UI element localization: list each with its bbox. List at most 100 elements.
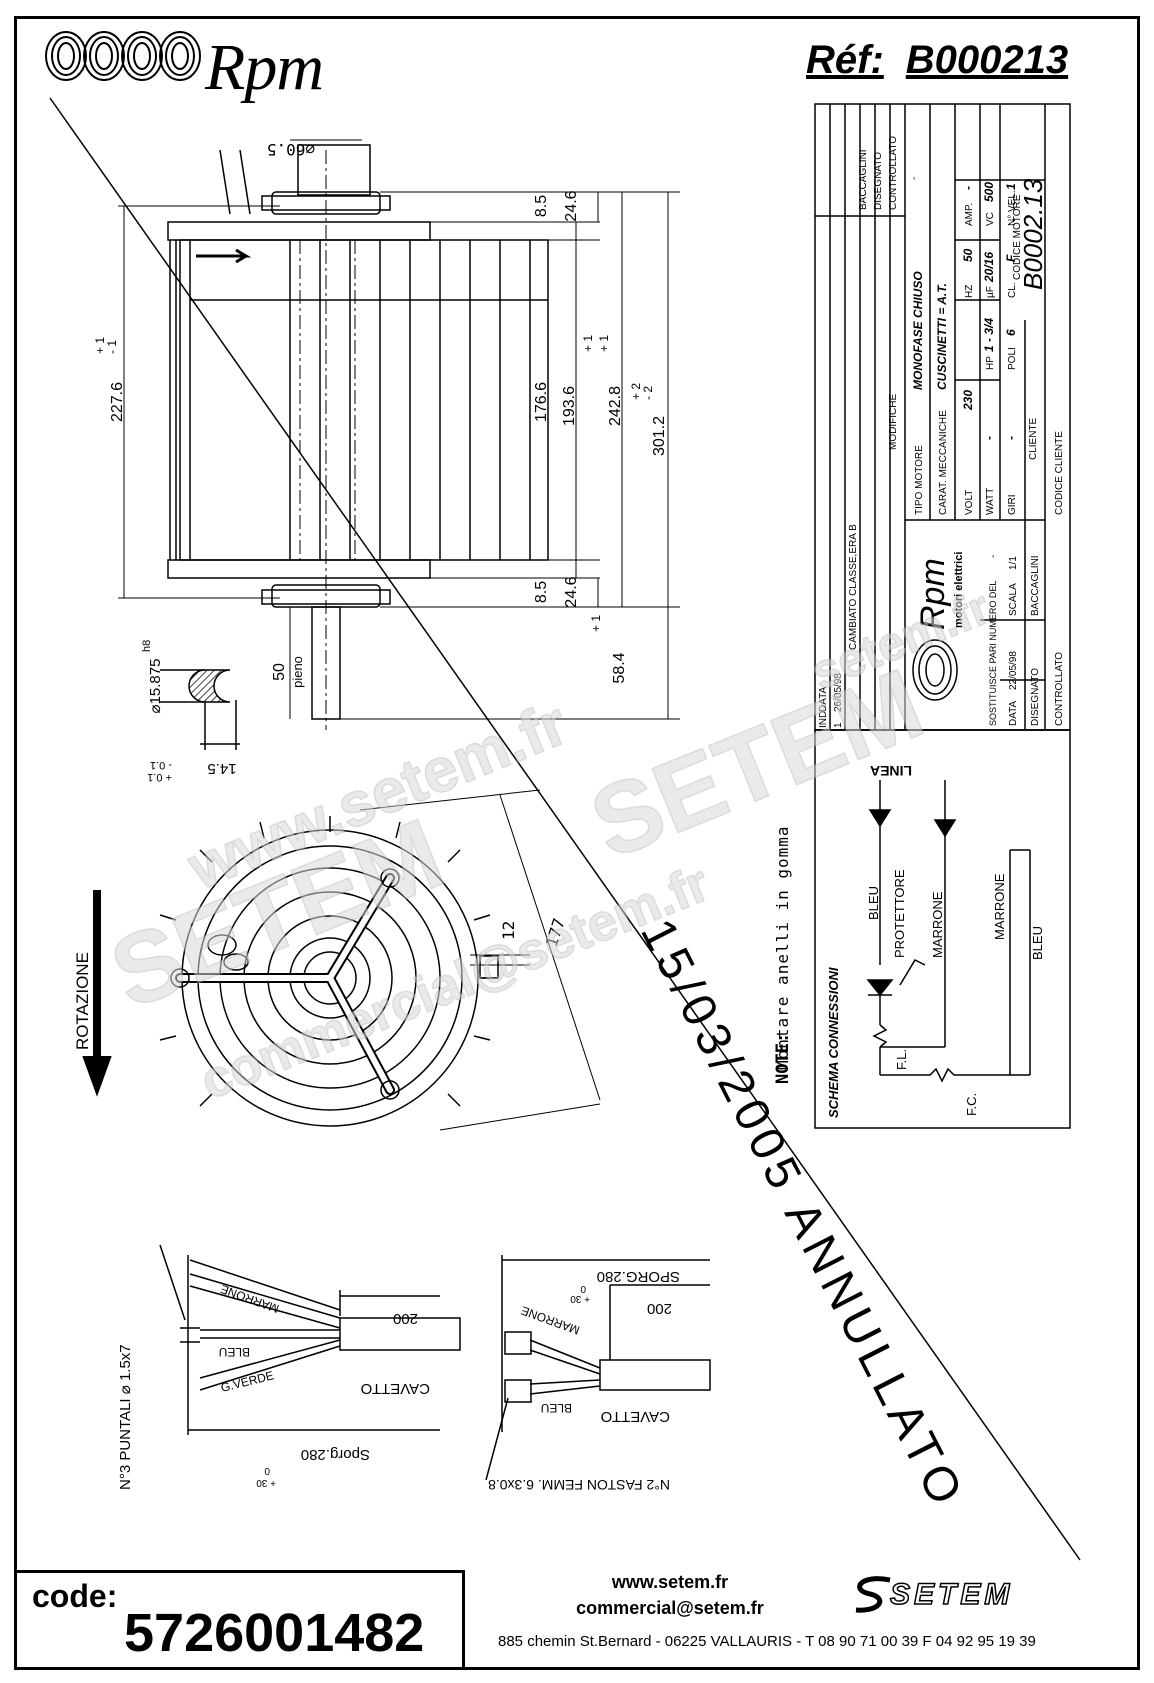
dim-176: 176.6 (533, 382, 550, 422)
dim-shaft-pieno: pieno (290, 656, 305, 688)
reference-value: B000213 (905, 38, 1069, 82)
rotation-arrow-icon (82, 890, 112, 1097)
cl-label: CL. (1007, 282, 1018, 298)
dim-24-6-top: 24.6 (563, 190, 580, 221)
dim-8-5-top: 8.5 (533, 195, 550, 217)
poli-label: POLI (1007, 347, 1018, 370)
cable-left (159, 1244, 461, 1435)
poli: 6 (1004, 329, 1018, 336)
cable-right-bleu: BLEU (541, 1401, 572, 1415)
watermark-brand-2: SETEM (576, 648, 937, 881)
vc-label: VC (985, 212, 996, 226)
drawing-frame (14, 16, 1140, 1670)
footer-address: 885 chemin St.Bernard - 06225 VALLAURIS … (498, 1633, 1036, 1650)
uf: 20/16 (982, 252, 996, 283)
cable-left-verde: G.VERDE (219, 1368, 275, 1395)
dim-193-tol-plus: + 1 (581, 335, 595, 352)
cable-left-bleu: BLEU (219, 1345, 250, 1359)
title-block-subtitle: motori elettrici (953, 552, 965, 628)
annullato-stamp: 15/03/2005 ANNULLATO (630, 911, 974, 1518)
vel: 1 (1004, 183, 1018, 190)
amp: - (961, 186, 975, 190)
watt: - (982, 436, 996, 440)
dim-301-tol-minus: - 2 (641, 386, 655, 400)
rev-controllato-label: CONTROLLATO (888, 136, 899, 210)
codice-motore-label: CODICE MOTORE (1012, 194, 1023, 280)
cable-right-sporg-tol-30: + 30 (570, 1293, 590, 1304)
amp-label: AMP. (964, 203, 975, 226)
rev-modifiche-label: MODIFICHE (888, 394, 899, 450)
dim-227-tol-plus: + 1 (93, 337, 107, 354)
dim-227-tol-minus: - 1 (105, 340, 119, 354)
carat-label: CARAT. MECCANICHE (938, 410, 949, 515)
dim-pulley-diameter: ⌀60.5 (267, 140, 315, 159)
watermark: www.setem.fr SETEM SETEM commercial@sete… (96, 580, 998, 1112)
dim-301-tol-plus: + 2 (629, 383, 643, 400)
rotation-label: ROTAZIONE (73, 952, 92, 1050)
cl: F (1004, 254, 1018, 262)
footer-website-link[interactable]: www.setem.fr (611, 1572, 729, 1592)
setem-logo: SETEM (889, 1577, 1014, 1612)
data-label: DATA (1008, 700, 1019, 726)
data-value: 22/05/98 (1008, 651, 1019, 690)
cable-left-sporg: Sporg.280 (301, 1446, 370, 1463)
carat: CUSCINETTI = A.T. (935, 283, 949, 390)
sostituisce: - (988, 555, 999, 558)
rev-controllato: - (909, 177, 920, 180)
dim-24-6-bot: 24.6 (563, 576, 580, 607)
cable-right (485, 1255, 711, 1481)
dim-rib-12: 12 (499, 921, 518, 940)
setem-swirl-icon (855, 1576, 891, 1613)
cable-right-length: 200 (647, 1300, 672, 1317)
dim-193: 193.6 (561, 386, 578, 426)
rev-data-label: DATA (818, 686, 829, 712)
motor-front-view (159, 816, 499, 1127)
reference: Réf:B000213 (806, 38, 1068, 83)
vc: 500 (982, 182, 996, 202)
hz-label: HZ (964, 285, 975, 298)
rev-data: 26/05/98 (833, 673, 844, 712)
center-lines (299, 150, 356, 730)
hp-label: HP (985, 356, 996, 370)
cable-right-sporg-tol-0: 0 (580, 1283, 586, 1294)
cancel-diagonal (49, 97, 1081, 1561)
code-label: code: (32, 1578, 118, 1614)
flow-arrow-icon (196, 248, 252, 264)
schema-fl: F.L. (894, 1049, 909, 1070)
hz: 50 (961, 248, 975, 262)
shaft-section (160, 669, 240, 750)
code-box (14, 1570, 465, 1670)
schema-title: SCHEMA CONNESSIONI (826, 967, 841, 1118)
schema-linea: LINEA (870, 763, 912, 779)
watt-label: WATT (985, 488, 996, 515)
volt: 230 (961, 390, 975, 411)
rpm-coil-logo-icon (45, 31, 201, 81)
dimension-lines (118, 139, 680, 720)
dim-8-5-bot: 8.5 (533, 581, 550, 603)
disegnato-value: BACCAGLINI (1030, 555, 1041, 616)
tipo-motore-label: TIPO MOTORE (914, 445, 925, 515)
cable-left-sporg-tol-0: 0 (264, 1465, 270, 1476)
cable-left-length: 200 (393, 1310, 418, 1327)
disegnato-label: DISEGNATO (1030, 668, 1041, 726)
giri: - (1004, 436, 1018, 440)
cable-left-sporg-tol-30: + 30 (256, 1477, 276, 1488)
cable-right-title: N°2 FASTON FEMM. 6.3x0.8 (488, 1477, 670, 1493)
brand-name: Rpm (205, 31, 324, 104)
dim-301: 301.2 (651, 416, 668, 456)
rev-ind-label: IND (818, 711, 829, 728)
title-block-brand: Rpm (914, 558, 952, 630)
dim-shaft-tol-plus: + 0.1 (147, 771, 172, 783)
schema-connessioni (814, 729, 1071, 1129)
controllato-label: CONTROLLATO (1054, 652, 1065, 726)
dim-shaft-diameter: ⌀15.875 (147, 659, 164, 714)
dim-shaft-tol-minus: - 0.1 (150, 759, 172, 771)
footer-email-link[interactable]: commercial@setem.fr (576, 1598, 764, 1618)
schema-fc: F.C. (964, 1093, 979, 1116)
cliente-label: CLIENTE (1028, 417, 1039, 460)
dim-shaft-50: 50 (271, 663, 288, 681)
dim-shaft-flat: 14.5 (207, 760, 236, 777)
scala-value: 1/1 (1008, 556, 1019, 570)
rev-modifica: CAMBIATO CLASSE,ERA B (848, 524, 859, 650)
